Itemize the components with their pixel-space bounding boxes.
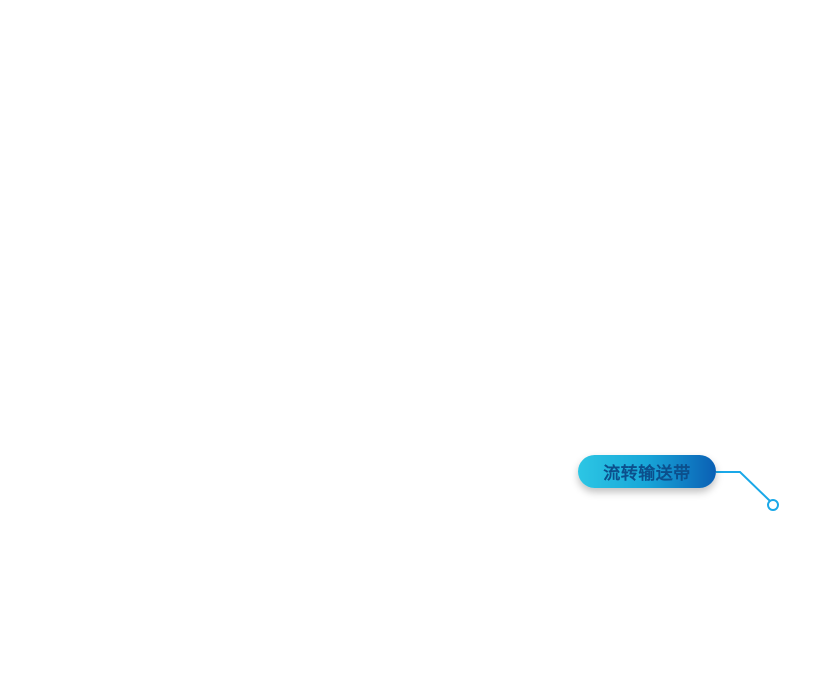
conveyor-label-text: 流转输送带: [603, 464, 691, 484]
conveyor-label-button[interactable]: 流转输送带: [578, 455, 716, 488]
leader-line: [716, 471, 771, 502]
anchor-point-icon[interactable]: [767, 499, 779, 511]
